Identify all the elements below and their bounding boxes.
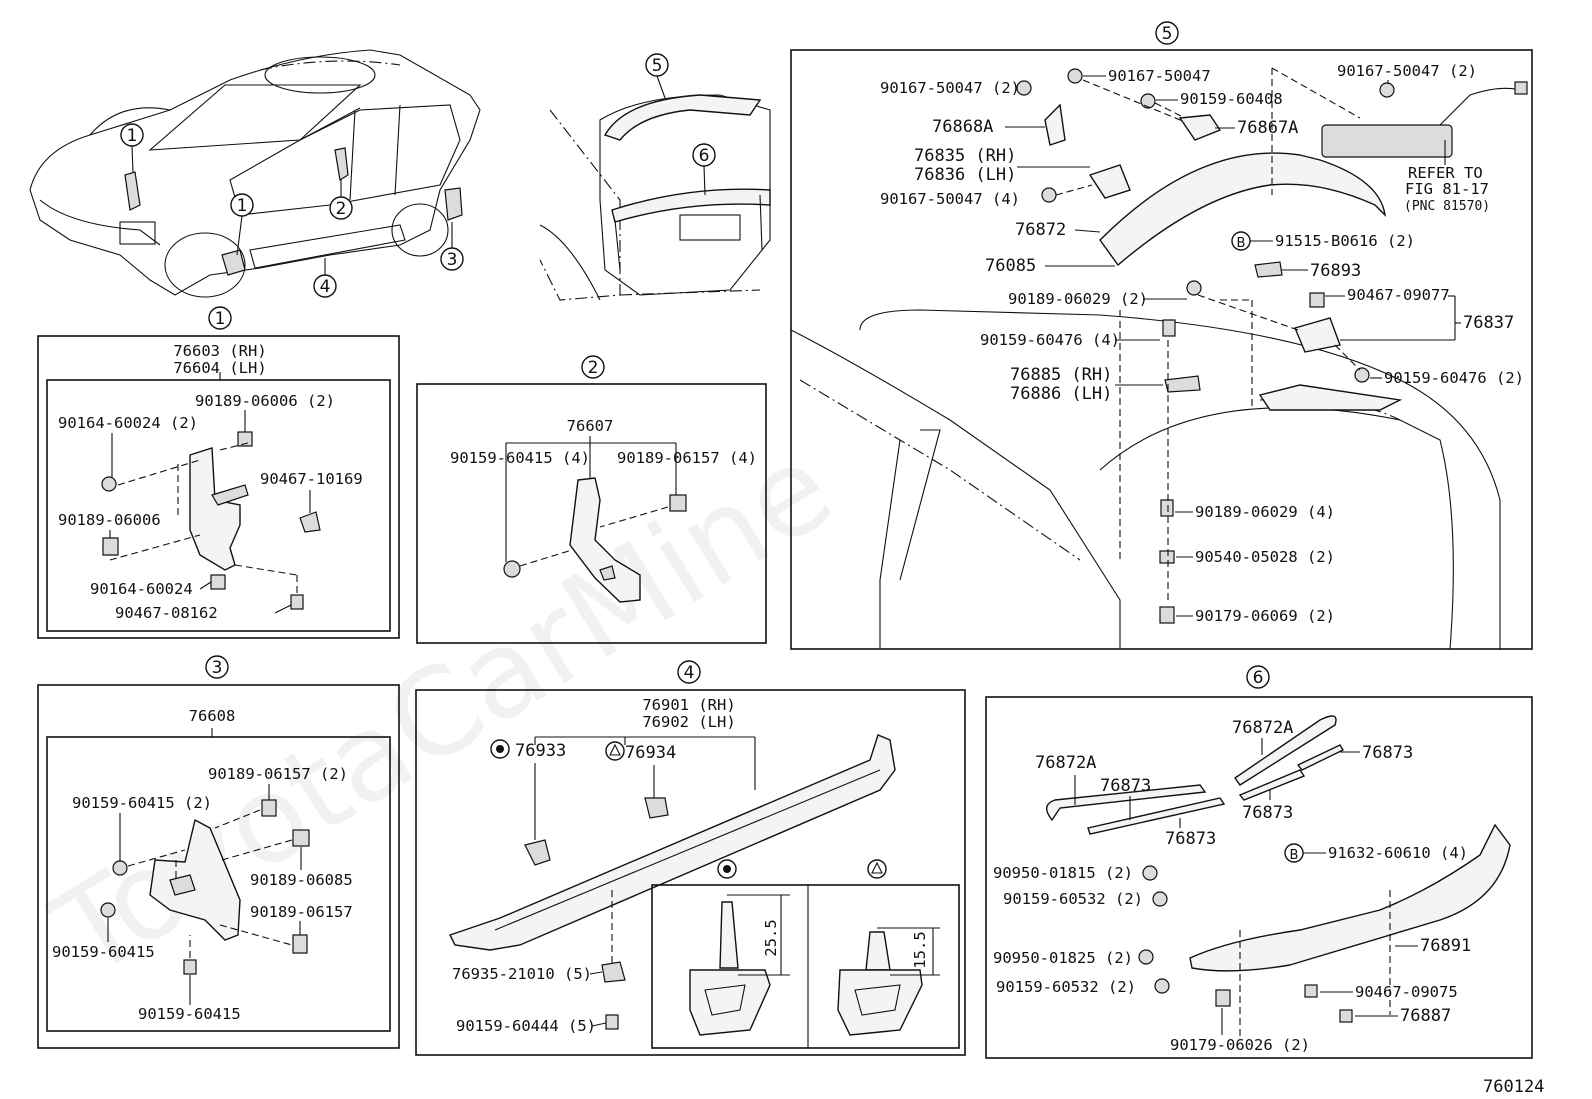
label-76886: 76886 (LH): [1010, 384, 1112, 404]
label-76837: 76837: [1463, 313, 1514, 333]
rear-overview-illustration: [539, 94, 771, 301]
label-90467-09077: 90467-09077: [1347, 286, 1450, 304]
label-76893: 76893: [1310, 261, 1361, 281]
label-90950-01825-2: 90950-01825 (2): [993, 949, 1133, 967]
car-callout-2[interactable]: 2: [329, 196, 353, 220]
label-90167-50047-2a: 90167-50047 (2): [880, 79, 1020, 97]
refer-line-1: REFER TO: [1408, 164, 1483, 182]
label-90189-06006-2: 90189-06006 (2): [195, 392, 335, 410]
svg-text:5: 5: [652, 56, 663, 76]
svg-text:5: 5: [1162, 24, 1173, 44]
label-76887: 76887: [1400, 1006, 1451, 1026]
dim-25-5: 25.5: [762, 919, 780, 956]
label-76868A: 76868A: [932, 117, 993, 137]
svg-text:2: 2: [588, 358, 599, 378]
label-76891: 76891: [1420, 936, 1471, 956]
label-76836: 76836 (LH): [914, 165, 1016, 185]
label-76885: 76885 (RH): [1010, 365, 1112, 385]
svg-text:1: 1: [215, 309, 226, 329]
refer-line-2: FIG 81-17: [1405, 180, 1489, 198]
label-90159-60415-b: 90159-60415: [138, 1005, 241, 1023]
label-90159-60408: 90159-60408: [1180, 90, 1283, 108]
svg-text:B: B: [1290, 848, 1299, 863]
label-90189-06157: 90189-06157: [250, 903, 353, 921]
label-90164-60024: 90164-60024: [90, 580, 193, 598]
label-76607: 76607: [567, 417, 614, 435]
label-76873-a: 76873: [1100, 776, 1151, 796]
svg-text:3: 3: [212, 658, 223, 678]
label-90159-60415-4: 90159-60415 (4): [450, 449, 590, 467]
car-overview-illustration: [29, 49, 481, 298]
svg-text:B: B: [1237, 236, 1246, 251]
car-callout-3[interactable]: 3: [440, 247, 464, 271]
label-76603: 76603 (RH): [173, 342, 266, 360]
rear-callout-5[interactable]: 5: [645, 53, 669, 77]
label-90159-60415-2: 90159-60415 (2): [72, 794, 212, 812]
section-4-side-rocker-moulding: 4 76901 (RH) 76902 (LH) 76933 76934 7693…: [415, 660, 966, 1056]
diagram-code: 760124: [1483, 1077, 1544, 1097]
label-91632-60610-4: 91632-60610 (4): [1328, 844, 1468, 862]
label-90164-60024-2: 90164-60024 (2): [58, 414, 198, 432]
label-76835: 76835 (RH): [914, 146, 1016, 166]
car-callout-1b[interactable]: 1: [230, 193, 254, 217]
label-90540-05028-2: 90540-05028 (2): [1195, 548, 1335, 566]
label-90189-06029-4: 90189-06029 (4): [1195, 503, 1335, 521]
label-90467-10169: 90467-10169: [260, 470, 363, 488]
section-2-mudguard-rear: 2 76607 90159-60415 (4) 90189-06157 (4): [416, 355, 767, 644]
label-76608: 76608: [189, 707, 236, 725]
section-1-mudguard-front: 1 76603 (RH) 76604 (LH) 90189-06006 (2) …: [37, 306, 400, 639]
svg-text:6: 6: [1253, 668, 1264, 688]
section-6-rear-spoiler: 6 76872A 76873 76872A 76873 76873 76873: [985, 665, 1533, 1059]
label-90179-06026-2: 90179-06026 (2): [1170, 1036, 1310, 1054]
label-76872: 76872: [1015, 220, 1066, 240]
label-90159-60532-2a: 90159-60532 (2): [1003, 890, 1143, 908]
svg-text:1: 1: [127, 126, 138, 146]
label-90159-60444-5: 90159-60444 (5): [456, 1017, 596, 1035]
section-3-mudguard-side: 3 76608 90189-06157 (2) 90159-60415 (2) …: [37, 655, 400, 1049]
label-76873-c: 76873: [1242, 803, 1293, 823]
label-90189-06085: 90189-06085: [250, 871, 353, 889]
label-76604: 76604 (LH): [173, 359, 266, 377]
label-90189-06029-2: 90189-06029 (2): [1008, 290, 1148, 308]
svg-text:3: 3: [447, 250, 458, 270]
label-76085: 76085: [985, 256, 1036, 276]
label-90167-50047-4: 90167-50047 (4): [880, 190, 1020, 208]
label-76872A-a: 76872A: [1035, 753, 1096, 773]
section-5-roof-spoiler: 5: [790, 21, 1533, 650]
label-91515-B0616-2: 91515-B0616 (2): [1275, 232, 1415, 250]
label-90189-06157-2: 90189-06157 (2): [208, 765, 348, 783]
label-76934: 76934: [625, 743, 676, 763]
svg-text:6: 6: [699, 146, 710, 166]
label-76872A-b: 76872A: [1232, 718, 1293, 738]
label-90950-01815-2: 90950-01815 (2): [993, 864, 1133, 882]
label-76867A: 76867A: [1237, 118, 1298, 138]
label-90467-09075: 90467-09075: [1355, 983, 1458, 1001]
svg-text:2: 2: [336, 199, 347, 219]
label-90159-60415-a: 90159-60415: [52, 943, 155, 961]
label-90159-60532-2b: 90159-60532 (2): [996, 978, 1136, 996]
svg-text:4: 4: [684, 663, 695, 683]
label-90467-08162: 90467-08162: [115, 604, 218, 622]
label-76902: 76902 (LH): [642, 713, 735, 731]
label-90179-06069-2: 90179-06069 (2): [1195, 607, 1335, 625]
label-76935-21010-5: 76935-21010 (5): [452, 965, 592, 983]
label-76933: 76933: [515, 741, 566, 761]
svg-text:1: 1: [237, 196, 248, 216]
label-90189-06157-4: 90189-06157 (4): [617, 449, 757, 467]
label-90159-60476-2: 90159-60476 (2): [1384, 369, 1524, 387]
label-76873-b: 76873: [1362, 743, 1413, 763]
label-90167-50047: 90167-50047: [1108, 67, 1211, 85]
label-90189-06006: 90189-06006: [58, 511, 161, 529]
car-callout-1a[interactable]: 1: [120, 123, 144, 147]
label-76873-d: 76873: [1165, 829, 1216, 849]
rear-callout-6[interactable]: 6: [692, 143, 716, 167]
label-90167-50047-2b: 90167-50047 (2): [1337, 62, 1477, 80]
label-76901: 76901 (RH): [642, 696, 735, 714]
car-callout-4[interactable]: 4: [313, 274, 337, 298]
label-90159-60476-4: 90159-60476 (4): [980, 331, 1120, 349]
svg-text:4: 4: [320, 277, 331, 297]
refer-line-3: (PNC 81570): [1404, 199, 1490, 214]
dim-15-5: 15.5: [911, 931, 929, 968]
